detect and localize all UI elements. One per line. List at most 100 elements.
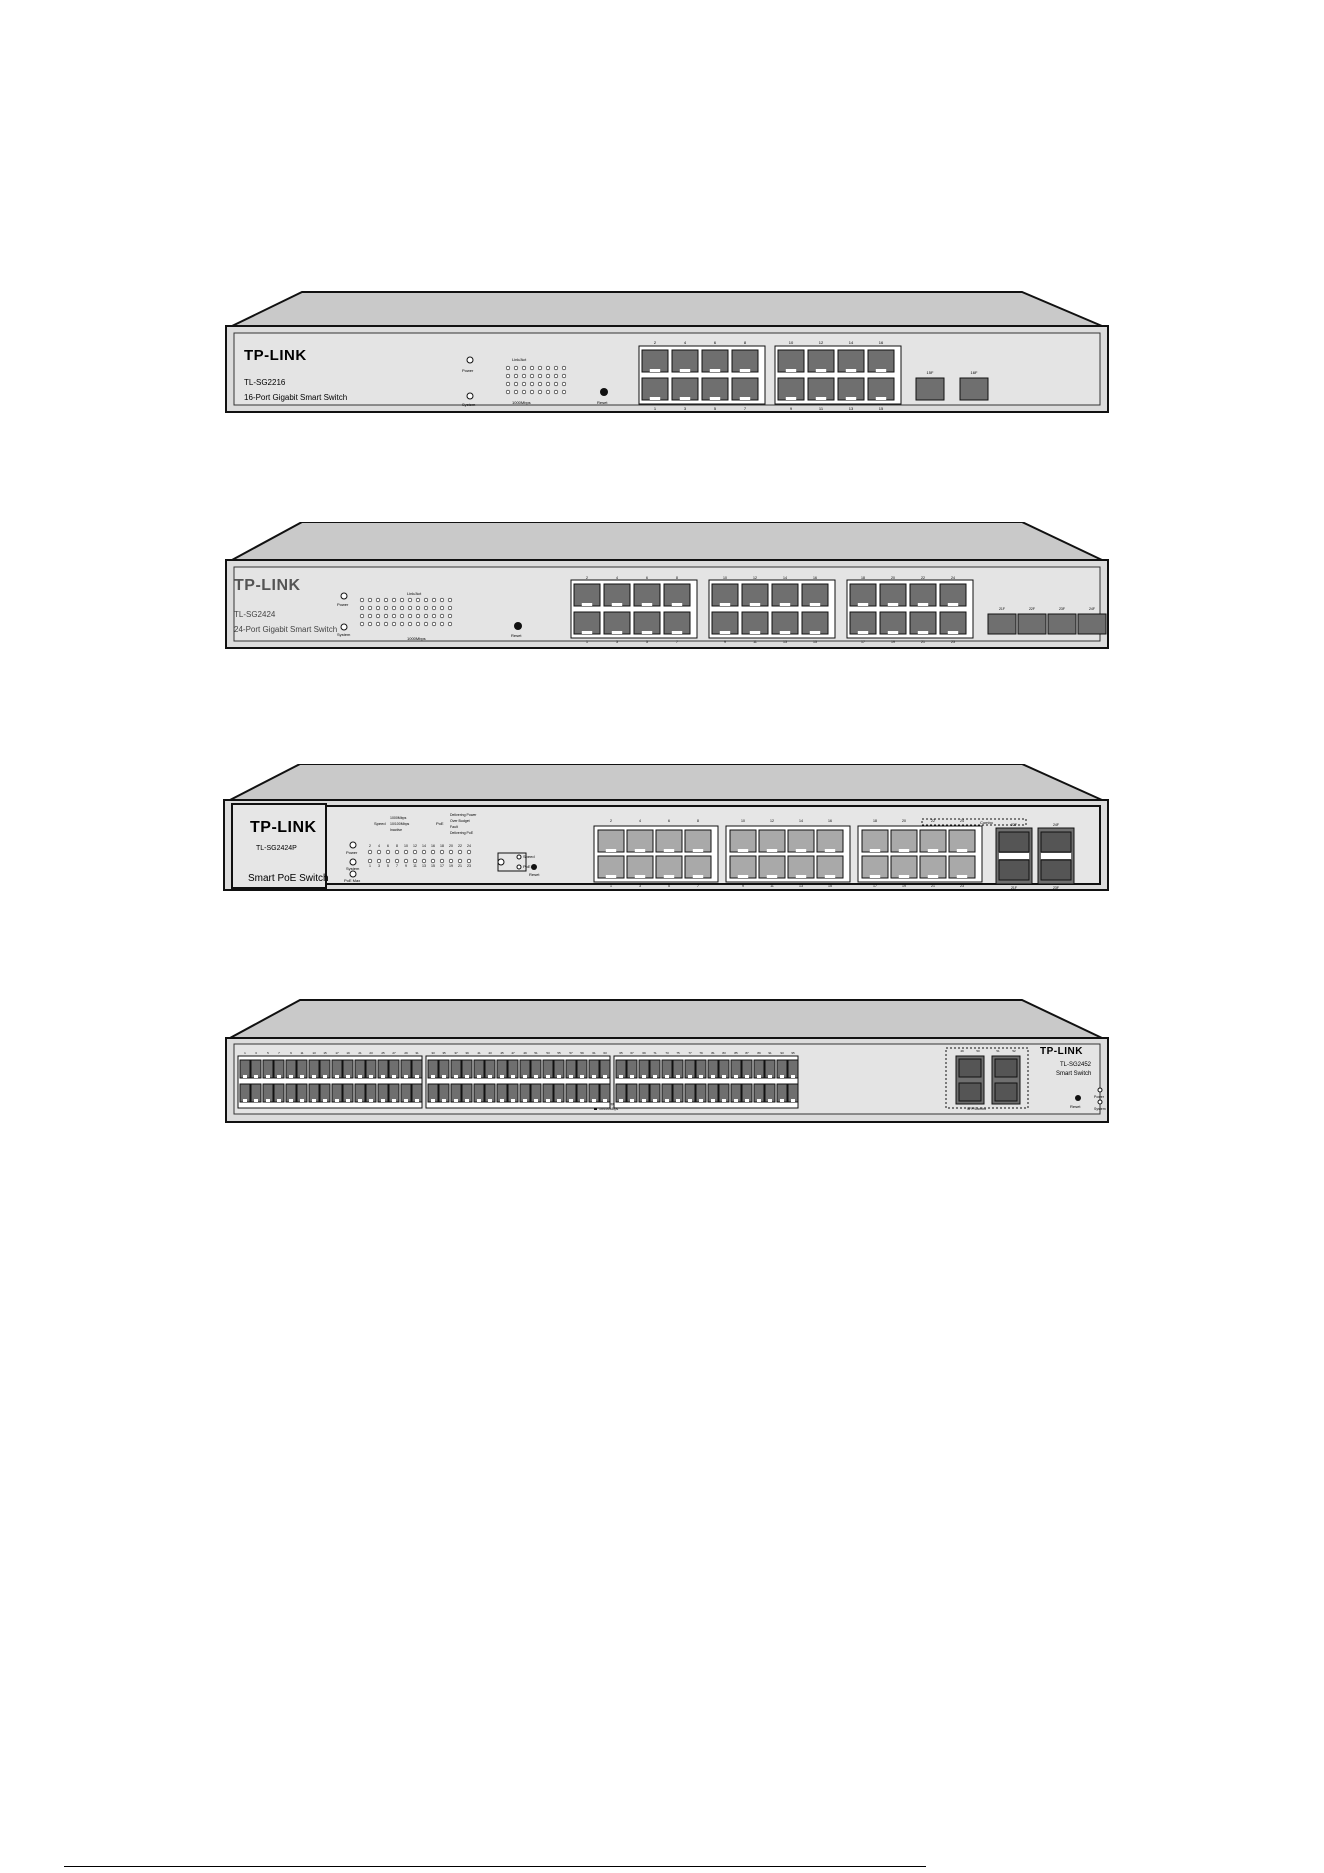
rj45-port[interactable]	[626, 1059, 638, 1079]
rj45-port[interactable]	[599, 1083, 611, 1103]
rj45-port[interactable]	[438, 1059, 450, 1079]
rj45-port[interactable]	[701, 377, 729, 401]
rj45-port[interactable]	[565, 1059, 577, 1079]
rj45-port[interactable]	[948, 829, 976, 853]
rj45-port[interactable]	[319, 1059, 331, 1079]
rj45-port[interactable]	[331, 1083, 343, 1103]
rj45-port[interactable]	[296, 1083, 308, 1103]
sfp-port[interactable]	[998, 831, 1030, 853]
sfp-port[interactable]	[1077, 613, 1107, 635]
rj45-port[interactable]	[573, 611, 601, 635]
rj45-port[interactable]	[519, 1059, 531, 1079]
rj45-port[interactable]	[672, 1083, 684, 1103]
rj45-port[interactable]	[519, 1083, 531, 1103]
rj45-port[interactable]	[553, 1083, 565, 1103]
rj45-port[interactable]	[890, 829, 918, 853]
rj45-port[interactable]	[461, 1059, 473, 1079]
rj45-port[interactable]	[239, 1059, 251, 1079]
rj45-port[interactable]	[597, 829, 625, 853]
rj45-port[interactable]	[939, 611, 967, 635]
rj45-port[interactable]	[450, 1059, 462, 1079]
sfp-port[interactable]	[958, 1082, 982, 1102]
rj45-port[interactable]	[787, 829, 815, 853]
rj45-port[interactable]	[707, 1059, 719, 1079]
rj45-port[interactable]	[777, 349, 805, 373]
rj45-port[interactable]	[919, 855, 947, 879]
rj45-port[interactable]	[273, 1059, 285, 1079]
rj45-port[interactable]	[771, 583, 799, 607]
rj45-port[interactable]	[473, 1083, 485, 1103]
sfp-port[interactable]	[998, 859, 1030, 881]
rj45-port[interactable]	[507, 1083, 519, 1103]
rj45-port[interactable]	[427, 1059, 439, 1079]
rj45-port[interactable]	[588, 1083, 600, 1103]
rj45-port[interactable]	[729, 829, 757, 853]
rj45-port[interactable]	[718, 1083, 730, 1103]
reset-button[interactable]	[1075, 1095, 1081, 1101]
sfp-port[interactable]	[987, 613, 1017, 635]
rj45-port[interactable]	[741, 611, 769, 635]
rj45-port[interactable]	[331, 1059, 343, 1079]
rj45-port[interactable]	[909, 583, 937, 607]
rj45-port[interactable]	[787, 1083, 799, 1103]
rj45-port[interactable]	[633, 611, 661, 635]
rj45-port[interactable]	[861, 855, 889, 879]
rj45-port[interactable]	[377, 1059, 389, 1079]
rj45-port[interactable]	[354, 1059, 366, 1079]
sfp-port[interactable]	[1017, 613, 1047, 635]
rj45-port[interactable]	[542, 1059, 554, 1079]
rj45-port[interactable]	[473, 1059, 485, 1079]
rj45-port[interactable]	[861, 829, 889, 853]
rj45-port[interactable]	[262, 1059, 274, 1079]
rj45-port[interactable]	[909, 611, 937, 635]
rj45-port[interactable]	[758, 855, 786, 879]
rj45-port[interactable]	[867, 349, 895, 373]
rj45-port[interactable]	[354, 1083, 366, 1103]
rj45-port[interactable]	[450, 1083, 462, 1103]
rj45-port[interactable]	[776, 1083, 788, 1103]
rj45-port[interactable]	[684, 1059, 696, 1079]
rj45-port[interactable]	[342, 1059, 354, 1079]
sfp-port[interactable]	[915, 377, 945, 401]
rj45-port[interactable]	[729, 855, 757, 879]
rj45-port[interactable]	[553, 1059, 565, 1079]
rj45-port[interactable]	[695, 1083, 707, 1103]
rj45-port[interactable]	[939, 583, 967, 607]
rj45-port[interactable]	[638, 1083, 650, 1103]
rj45-port[interactable]	[684, 1083, 696, 1103]
rj45-port[interactable]	[239, 1083, 251, 1103]
rj45-port[interactable]	[377, 1083, 389, 1103]
rj45-port[interactable]	[787, 855, 815, 879]
rj45-port[interactable]	[641, 377, 669, 401]
rj45-port[interactable]	[400, 1083, 412, 1103]
sfp-port[interactable]	[958, 1058, 982, 1078]
rj45-port[interactable]	[342, 1083, 354, 1103]
rj45-port[interactable]	[764, 1083, 776, 1103]
rj45-port[interactable]	[711, 611, 739, 635]
sfp-port[interactable]	[959, 377, 989, 401]
rj45-port[interactable]	[530, 1059, 542, 1079]
rj45-port[interactable]	[867, 377, 895, 401]
rj45-port[interactable]	[365, 1083, 377, 1103]
sfp-port[interactable]	[1047, 613, 1077, 635]
rj45-port[interactable]	[816, 855, 844, 879]
rj45-port[interactable]	[661, 1083, 673, 1103]
rj45-port[interactable]	[603, 611, 631, 635]
rj45-port[interactable]	[588, 1059, 600, 1079]
rj45-port[interactable]	[753, 1083, 765, 1103]
rj45-port[interactable]	[496, 1059, 508, 1079]
rj45-port[interactable]	[626, 855, 654, 879]
rj45-port[interactable]	[684, 829, 712, 853]
rj45-port[interactable]	[731, 377, 759, 401]
rj45-port[interactable]	[787, 1059, 799, 1079]
rj45-port[interactable]	[695, 1059, 707, 1079]
rj45-port[interactable]	[484, 1059, 496, 1079]
rj45-port[interactable]	[707, 1083, 719, 1103]
rj45-port[interactable]	[663, 583, 691, 607]
rj45-port[interactable]	[565, 1083, 577, 1103]
rj45-port[interactable]	[879, 583, 907, 607]
rj45-port[interactable]	[776, 1059, 788, 1079]
rj45-port[interactable]	[296, 1059, 308, 1079]
rj45-port[interactable]	[879, 611, 907, 635]
sfp-port[interactable]	[994, 1058, 1018, 1078]
